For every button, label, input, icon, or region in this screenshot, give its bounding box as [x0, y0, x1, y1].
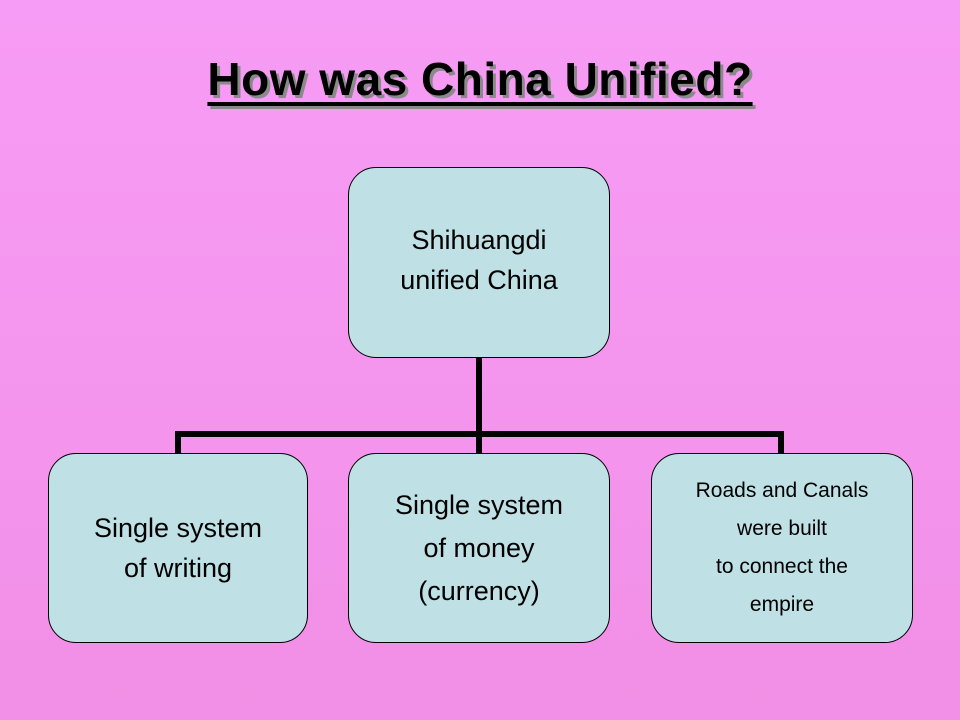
root-node-label: Shihuangdi unified China: [400, 224, 558, 295]
child-node-money: Single system of money (currency): [348, 453, 610, 643]
root-node: Shihuangdi unified China: [348, 167, 610, 358]
child-node-money-label: Single system of money (currency): [394, 489, 564, 606]
child-node-writing: Single system of writing: [48, 453, 308, 643]
child-node-roads-label: Roads and Canals were built to connect t…: [695, 479, 869, 616]
child-node-roads: Roads and Canals were built to connect t…: [651, 453, 913, 643]
slide-title: How was China Unified?: [207, 53, 753, 105]
child-node-writing-label: Single system of writing: [93, 513, 263, 583]
